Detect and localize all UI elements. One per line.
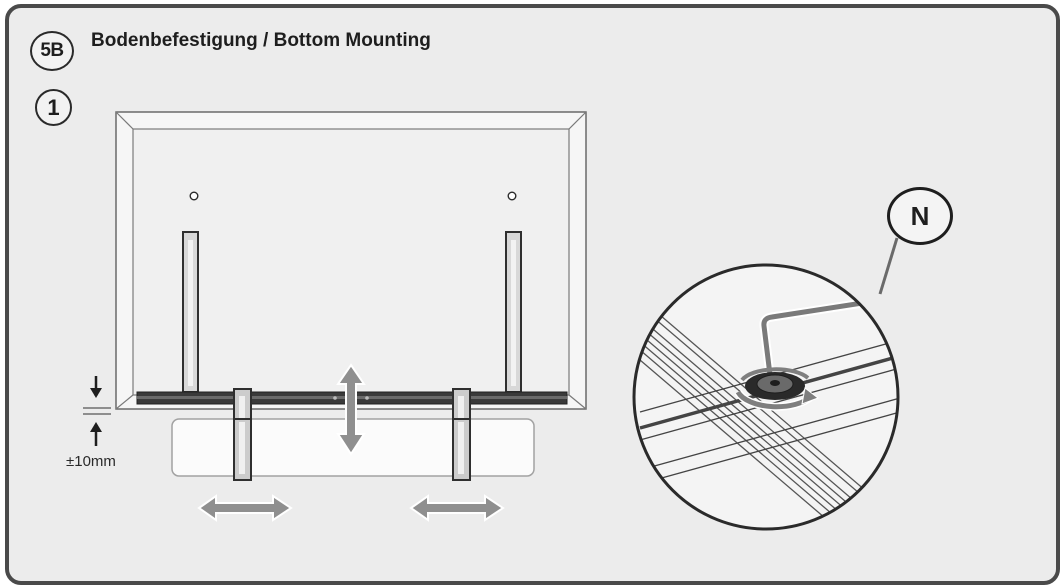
sub-step-badge: 1 [35, 89, 72, 126]
page-title: Bodenbefestigung / Bottom Mounting [91, 30, 431, 51]
screw-hole-icon [189, 191, 199, 201]
screw-icon [745, 372, 805, 400]
tolerance-label: ±10mm [66, 453, 116, 470]
double-arrow-vertical-icon [336, 363, 366, 456]
screw-hole-icon [507, 191, 517, 201]
detail-zoom-circle [632, 263, 900, 531]
step-badge: 5B [30, 31, 74, 71]
allen-key-icon [761, 293, 898, 386]
rotation-arrow-icon [734, 367, 820, 411]
detail-callout-label: N [887, 187, 953, 245]
tolerance-indicator-icon [83, 376, 111, 446]
double-arrow-horizontal-icon [197, 494, 293, 522]
double-arrow-horizontal-icon [409, 494, 505, 522]
